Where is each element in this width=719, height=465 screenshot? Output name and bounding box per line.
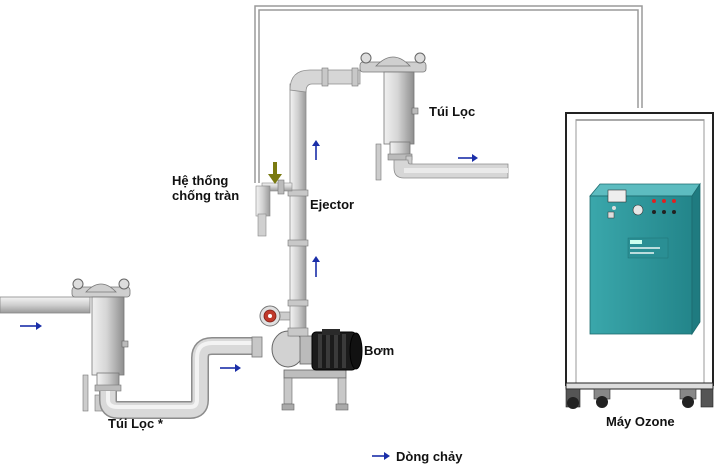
- ejector-label: Ejector: [310, 197, 355, 212]
- flow-arrow-icon: [312, 256, 320, 277]
- bottom-filter-bag-label: Túi Lọc *: [108, 416, 163, 431]
- legend-flow-label: Dòng chảy: [396, 449, 463, 464]
- flow-arrow-icon: [458, 154, 478, 162]
- flow-arrow-icon: [20, 322, 42, 330]
- ejector-assembly: [255, 179, 293, 237]
- riser-pipe: [287, 67, 361, 337]
- ozone-machine-label: Máy Ozone: [606, 414, 675, 429]
- top-filter-bag-label: Túi Lọc: [429, 104, 476, 119]
- down-arrow-icon: [268, 162, 282, 184]
- pump-label: Bơm: [364, 343, 395, 358]
- bottom-filter-to-pump-pipe: [99, 336, 263, 419]
- flow-arrow-icon: [220, 364, 241, 372]
- overflow-system-label-line2: chống tràn: [172, 188, 240, 203]
- overflow-system-label-line1: Hệ thống: [172, 173, 229, 188]
- flow-arrow-icon: [312, 140, 320, 160]
- inlet-pipe: [0, 296, 91, 314]
- bottom-filter-bag-housing: [71, 278, 131, 412]
- ozone-machine: [565, 112, 714, 409]
- pump: [271, 329, 363, 411]
- flow-arrow-icon: [372, 452, 390, 460]
- top-filter-bag-housing: [359, 52, 509, 181]
- flow-arrows: [20, 140, 478, 460]
- pressure-gauge: [259, 305, 295, 327]
- ozone-supply-line: [254, 5, 643, 183]
